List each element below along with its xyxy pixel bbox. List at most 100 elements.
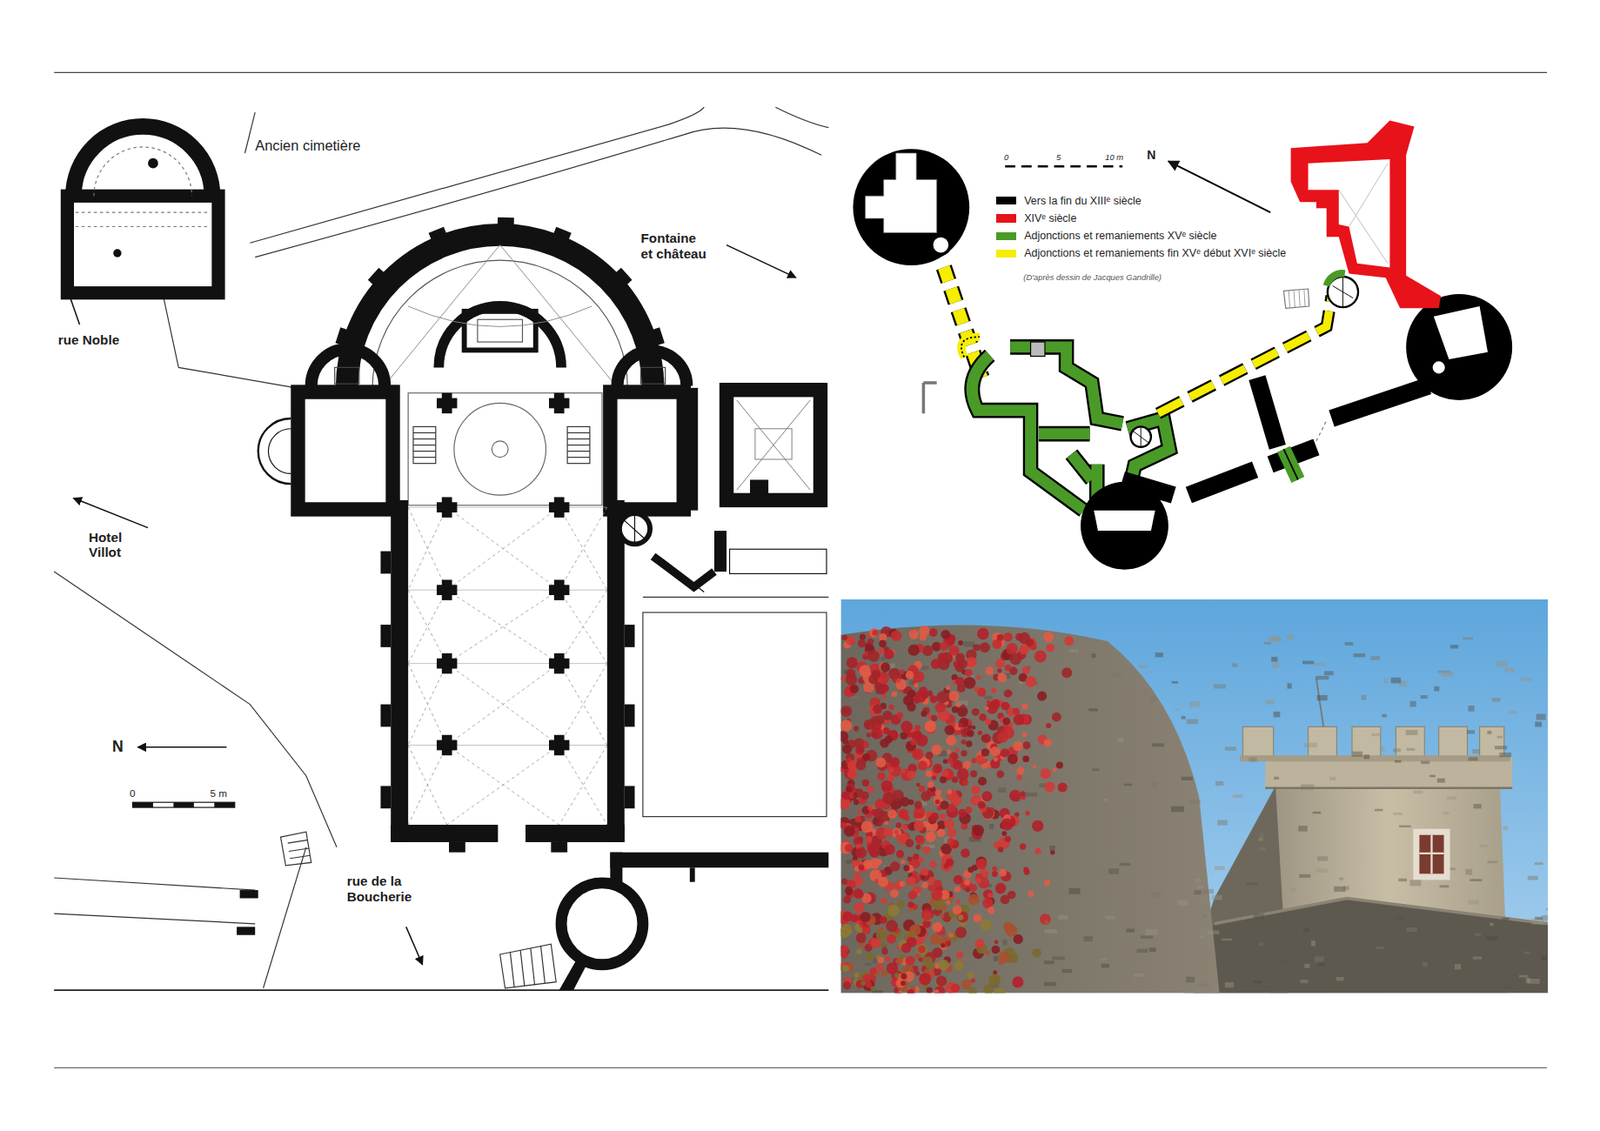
- ivy-leaf: [924, 720, 938, 733]
- apse: [477, 319, 523, 342]
- vault-line: [408, 744, 448, 825]
- street-line: [53, 913, 255, 924]
- scale-bar: [1004, 165, 1123, 168]
- stone-texture: [1151, 781, 1159, 788]
- vault-line: [559, 507, 608, 590]
- direction-arrow: [406, 926, 423, 965]
- stair: [281, 831, 312, 866]
- nave-wall: [525, 824, 625, 843]
- ivy-leaf: [843, 896, 851, 904]
- ivy-leaf: [934, 989, 939, 993]
- photo: [1265, 757, 1513, 789]
- stone-texture: [1313, 662, 1326, 667]
- stone-texture: [997, 787, 1006, 793]
- ivy-leaf: [977, 801, 986, 810]
- castle-plan: [1130, 426, 1151, 447]
- stone-texture: [1486, 861, 1498, 864]
- castle-plan: [1431, 360, 1446, 375]
- ivy-leaf: [1024, 676, 1037, 688]
- street-label-box: rue Noble: [58, 332, 120, 349]
- vault-line: [559, 744, 608, 825]
- castle-plan: [1188, 469, 1255, 496]
- ivy-leaf: [890, 861, 901, 872]
- ivy-leaf: [1045, 723, 1052, 729]
- ivy-leaf: [984, 718, 991, 725]
- annex-wall: [726, 389, 821, 501]
- stone-texture: [1051, 956, 1065, 960]
- ivy-leaf: [910, 738, 917, 745]
- ivy-leaf: [907, 856, 913, 862]
- vault-line: [408, 663, 448, 746]
- street-line: [263, 847, 307, 989]
- ivy-leaf: [1007, 690, 1012, 696]
- ivy-leaf: [933, 879, 943, 889]
- ivy-leaf: [888, 668, 901, 681]
- ivy-leaf: [982, 897, 993, 909]
- tower: [240, 890, 259, 898]
- chapel: [66, 126, 219, 293]
- stone-texture: [1094, 866, 1103, 871]
- ivy-leaf: [939, 642, 949, 651]
- ivy-leaf: [958, 717, 969, 728]
- ivy-leaf: [943, 818, 955, 830]
- stone-texture: [1194, 878, 1201, 883]
- ivy-leaf: [853, 725, 859, 731]
- ivy-leaf: [869, 628, 879, 638]
- ivy-leaf: [1044, 879, 1051, 886]
- street-line: [53, 571, 337, 848]
- stone-texture: [1108, 868, 1119, 874]
- stone-texture: [1406, 748, 1416, 751]
- ivy-leaf: [916, 734, 929, 747]
- ivy-leaf: [950, 983, 961, 993]
- scale-label: 5 m: [210, 787, 228, 799]
- castle-plan: [1122, 377, 1429, 496]
- stone-texture: [1062, 969, 1072, 973]
- ivy-leaf: [993, 757, 998, 763]
- ivy-leaf: [1024, 810, 1030, 816]
- ivy-leaf: [883, 792, 896, 805]
- photo: [1193, 897, 1548, 993]
- ivy-leaf: [971, 725, 977, 730]
- stone-texture: [1300, 784, 1314, 790]
- ivy-leaf: [1011, 976, 1024, 988]
- ivy-leaf: [993, 987, 1005, 993]
- stair: [567, 450, 590, 452]
- ivy-leaf: [931, 776, 937, 781]
- stone-texture: [1177, 899, 1188, 906]
- stone-texture: [1273, 776, 1279, 780]
- buttress: [550, 227, 572, 247]
- stone-texture: [1508, 710, 1518, 714]
- ivy-leaf: [911, 870, 918, 877]
- pier: [436, 653, 457, 674]
- stone-texture: [1497, 736, 1503, 739]
- ivy-leaf: [870, 669, 881, 680]
- ivy-leaf: [1004, 664, 1012, 672]
- stone-texture: [1024, 792, 1038, 797]
- ivy-leaf: [1056, 761, 1064, 769]
- ivy-leaf: [934, 985, 945, 993]
- apsidiole: [267, 428, 291, 475]
- stone-texture: [1392, 812, 1403, 816]
- ivy-leaf: [931, 922, 943, 933]
- area-label-box: Ancien cimetière: [254, 137, 361, 154]
- castle-plan: [1080, 482, 1169, 570]
- ivy-leaf: [997, 951, 1010, 965]
- ivy-leaf: [968, 893, 980, 905]
- ivy-leaf: [966, 729, 975, 738]
- ivy-leaf: [1034, 649, 1047, 663]
- ivy-leaf: [1012, 741, 1024, 752]
- stone-texture: [1504, 668, 1515, 673]
- direction-arrow: [63, 245, 797, 965]
- tower: [561, 883, 643, 965]
- ivy-leaf: [844, 843, 853, 852]
- annex-wall: [678, 571, 704, 592]
- ivy-leaf: [955, 676, 965, 686]
- annex-wall: [755, 428, 792, 460]
- ivy-leaf: [984, 666, 994, 676]
- ivy-leaf: [918, 972, 931, 985]
- pier: [548, 735, 570, 756]
- ivy-leaf: [924, 721, 935, 731]
- ivy-leaf: [913, 820, 924, 831]
- ivy-leaf: [975, 938, 985, 949]
- stone-texture: [1409, 879, 1421, 886]
